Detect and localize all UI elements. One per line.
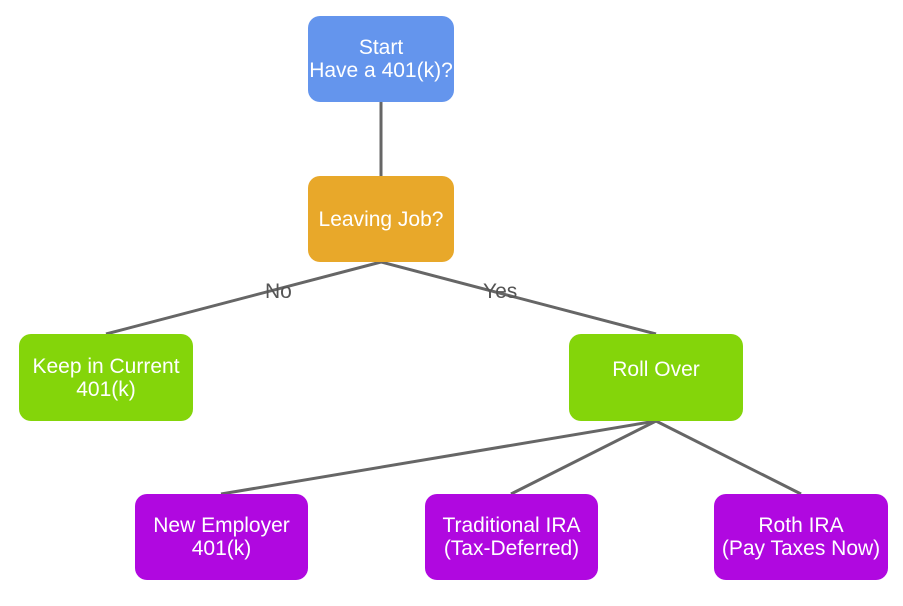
- rollover-node-label: Roll Over: [612, 358, 700, 381]
- keep-node-label-line2: 401(k): [76, 377, 136, 401]
- edge-label-yes: Yes: [483, 280, 518, 303]
- start-node: Start Have a 401(k)?: [308, 16, 454, 102]
- leaving-job-decision-node: Leaving Job?: [308, 176, 454, 262]
- edge-decision-to-rollover: [380, 260, 657, 336]
- edge-decision-to-keep: [105, 260, 382, 336]
- new-employer-label-line2: 401(k): [191, 537, 252, 560]
- start-node-label-line1: Start: [358, 36, 404, 59]
- edge-rollover-to-traditional-ira: [510, 419, 657, 496]
- keep-node-label-line1: Keep in Current: [32, 354, 180, 378]
- decision-node-label: Leaving Job?: [318, 207, 444, 231]
- edge-rollover-to-new-employer: [220, 419, 657, 496]
- traditional-ira-label-line1: Traditional IRA: [442, 514, 581, 537]
- roth-ira-label-line1: Roth IRA: [758, 514, 844, 537]
- traditional-ira-label-line2: (Tax-Deferred): [443, 537, 580, 560]
- edge-label-no: No: [265, 280, 292, 303]
- roth-ira-node: Roth IRA (Pay Taxes Now): [714, 494, 888, 580]
- edge-rollover-to-roth-ira: [655, 419, 802, 496]
- new-employer-label-line1: New Employer: [153, 514, 290, 537]
- start-node-label-line2: Have a 401(k)?: [309, 59, 453, 82]
- new-employer-401k-node: New Employer 401(k): [135, 494, 308, 580]
- roth-ira-label-line2: (Pay Taxes Now): [721, 537, 881, 560]
- traditional-ira-node: Traditional IRA (Tax-Deferred): [425, 494, 598, 580]
- keep-in-current-401k-node: Keep in Current 401(k): [19, 334, 193, 421]
- roll-over-node: Roll Over: [569, 334, 743, 421]
